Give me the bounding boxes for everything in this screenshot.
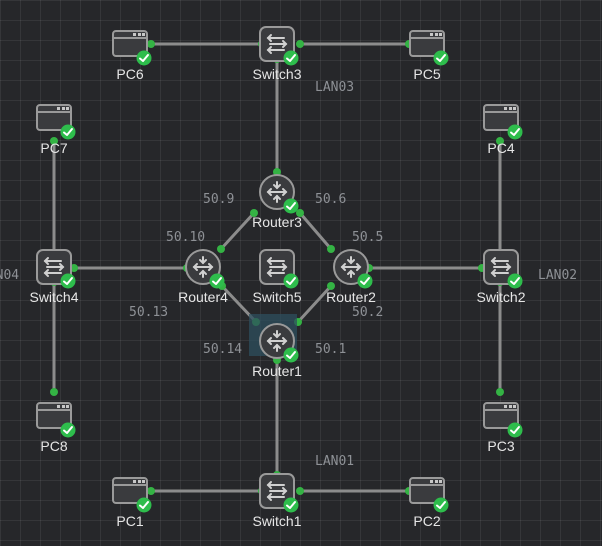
status-check-icon [136, 497, 152, 513]
ip-label-r2-top: 50.5 [352, 230, 384, 245]
ip-label-r1-right: 50.1 [315, 342, 347, 357]
device-pc8[interactable]: PC8 [34, 396, 76, 454]
link-endpoint [50, 388, 58, 396]
device-switch2[interactable]: Switch2 [476, 247, 526, 305]
ip-label-r3-right: 50.6 [315, 192, 347, 207]
switch-icon [259, 26, 295, 62]
device-pc4[interactable]: PC4 [481, 98, 523, 156]
status-check-icon [433, 50, 449, 66]
link-router3-router2[interactable] [298, 211, 333, 251]
router-icon [185, 249, 221, 285]
device-label: PC2 [413, 513, 441, 529]
device-switch1[interactable]: Switch1 [252, 471, 302, 529]
device-label: PC8 [40, 438, 68, 454]
link-endpoint [147, 487, 155, 495]
device-label: PC7 [40, 140, 68, 156]
link-endpoint [250, 209, 258, 217]
device-pc6[interactable]: PC6 [110, 24, 152, 82]
link-endpoint [327, 282, 335, 290]
status-check-icon [60, 422, 76, 438]
status-check-icon [60, 273, 76, 289]
status-check-icon [433, 497, 449, 513]
pc-icon [36, 402, 72, 429]
switch-icon [259, 473, 295, 509]
device-router2[interactable]: Router2 [326, 247, 376, 305]
device-label: Router3 [252, 214, 302, 230]
device-pc1[interactable]: PC1 [110, 471, 152, 529]
device-label: Switch3 [252, 66, 302, 82]
lan02-label: LAN02 [538, 268, 578, 283]
device-label: Router4 [178, 289, 228, 305]
status-check-icon [209, 273, 225, 289]
lan03-label: LAN03 [315, 80, 355, 95]
ip-label-r3-left: 50.9 [203, 192, 235, 207]
ip-label-r4-top: 50.10 [166, 230, 206, 245]
device-label: Switch1 [252, 513, 302, 529]
ip-label-r4-bottom: 50.13 [129, 305, 169, 320]
device-router1[interactable]: Router1 [252, 321, 302, 379]
status-check-icon [283, 273, 299, 289]
pc-icon [112, 30, 148, 57]
device-label: Switch4 [29, 289, 79, 305]
pc-icon [409, 30, 445, 57]
switch-icon [259, 249, 295, 285]
switch-icon [483, 249, 519, 285]
device-pc7[interactable]: PC7 [34, 98, 76, 156]
device-switch4[interactable]: Switch4 [29, 247, 79, 305]
device-switch3[interactable]: Switch3 [252, 24, 302, 82]
lan01-label: LAN01 [315, 454, 355, 469]
device-label: PC5 [413, 66, 441, 82]
status-check-icon [283, 497, 299, 513]
device-label: Router2 [326, 289, 376, 305]
device-label: PC4 [487, 140, 515, 156]
pc-icon [112, 477, 148, 504]
link-endpoint [296, 209, 304, 217]
link-endpoint [496, 137, 504, 145]
ip-label-r1-left: 50.14 [203, 342, 243, 357]
pc-icon [483, 104, 519, 131]
device-label: PC3 [487, 438, 515, 454]
pc-icon [409, 477, 445, 504]
link-endpoint [327, 245, 335, 253]
status-check-icon [136, 50, 152, 66]
device-label: Switch2 [476, 289, 526, 305]
link-endpoint [50, 137, 58, 145]
device-pc5[interactable]: PC5 [407, 24, 449, 82]
pc-icon [36, 104, 72, 131]
device-pc3[interactable]: PC3 [481, 396, 523, 454]
device-router4[interactable]: Router4 [178, 247, 228, 305]
router-icon [259, 174, 295, 210]
device-label: PC6 [116, 66, 144, 82]
status-check-icon [283, 347, 299, 363]
link-endpoint [70, 264, 78, 272]
lan04-label: LAN04 [0, 268, 20, 283]
ip-label-r2-bottom: 50.2 [352, 305, 384, 320]
status-check-icon [507, 273, 523, 289]
device-pc2[interactable]: PC2 [407, 471, 449, 529]
link-endpoint [273, 168, 281, 176]
status-check-icon [60, 124, 76, 140]
link-endpoint [496, 388, 504, 396]
status-check-icon [507, 124, 523, 140]
link-endpoint [296, 487, 304, 495]
link-router3-router4[interactable] [219, 211, 256, 251]
link-router2-router1[interactable] [296, 284, 333, 324]
status-check-icon [507, 422, 523, 438]
device-label: Switch5 [252, 289, 302, 305]
status-check-icon [283, 198, 299, 214]
status-check-icon [357, 273, 373, 289]
status-check-icon [283, 50, 299, 66]
device-label: Router1 [252, 363, 302, 379]
device-label: PC1 [116, 513, 144, 529]
pc-icon [483, 402, 519, 429]
router-icon [259, 323, 295, 359]
link-endpoint [296, 40, 304, 48]
device-switch5[interactable]: Switch5 [252, 247, 302, 305]
link-endpoint [147, 40, 155, 48]
device-router3[interactable]: Router3 [252, 172, 302, 230]
switch-icon [36, 249, 72, 285]
link-endpoint [217, 245, 225, 253]
router-icon [333, 249, 369, 285]
